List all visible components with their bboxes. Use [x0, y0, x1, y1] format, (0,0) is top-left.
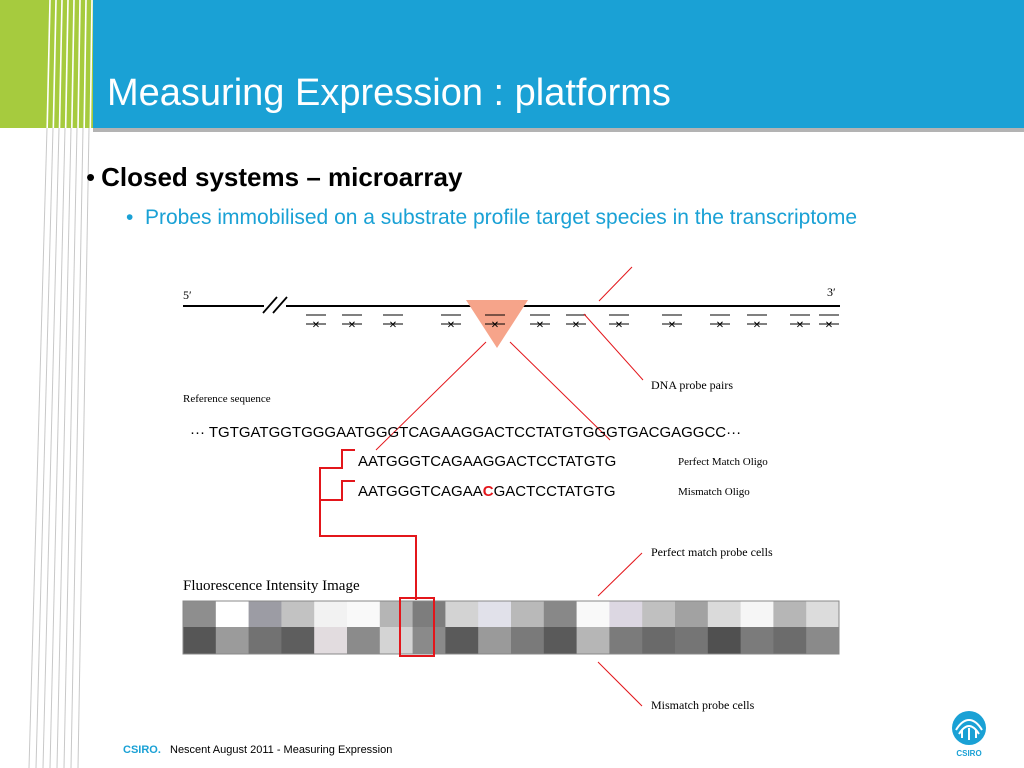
perfect-match-sequence: AATGGGTCAGAAGGACTCCTATGTG — [358, 453, 616, 470]
logo-text: CSIRO — [956, 749, 981, 758]
reference-sequence-label: Reference sequence — [183, 393, 271, 405]
highlighted-probe-cell — [399, 597, 435, 657]
mismatch-cell — [183, 627, 217, 654]
perfect-match-cell — [773, 601, 807, 627]
mismatch-cell — [511, 627, 545, 654]
perfect-match-oligo-label: Perfect Match Oligo — [678, 456, 768, 468]
fluorescence-image-label: Fluorescence Intensity Image — [183, 578, 360, 594]
perfect-match-cell — [675, 601, 709, 627]
slide-title: Measuring Expression : platforms — [107, 72, 671, 114]
mismatch-seq-prefix: AATGGGTCAGAA — [358, 483, 483, 500]
perfect-match-cell — [511, 601, 545, 627]
mismatch-cell — [412, 627, 446, 654]
perfect-match-cell — [478, 601, 512, 627]
mismatch-cell — [445, 627, 479, 654]
probe-mark: ✕ — [491, 320, 499, 331]
perfect-match-cell — [543, 601, 578, 627]
bullet-closed-systems: •Closed systems – microarray — [86, 162, 462, 193]
csiro-logo-icon: CSIRO — [952, 711, 986, 758]
perfect-match-cell — [314, 601, 348, 627]
probe-mark: ✕ — [668, 320, 676, 331]
probe-pairs-label: DNA probe pairs — [651, 378, 733, 392]
mismatch-cell — [215, 627, 250, 654]
mismatch-cell — [675, 627, 709, 654]
header-green-block — [0, 0, 93, 128]
mismatch-cell — [314, 627, 348, 654]
slide-header-band — [0, 0, 1024, 128]
perfect-match-cell — [806, 601, 840, 627]
callout-line — [597, 661, 643, 707]
perfect-match-cell — [609, 601, 643, 627]
probe-mark: ✕ — [447, 320, 455, 331]
oligo-bracket-lower — [320, 480, 355, 501]
probe-mark: ✕ — [796, 320, 804, 331]
callout-line — [598, 266, 633, 302]
sub-bullet-text: Probes immobilised on a substrate profil… — [145, 206, 858, 229]
perfect-match-cell — [642, 601, 676, 627]
mismatch-sequence: AATGGGTCAGAACGACTCCTATGTG — [358, 483, 616, 500]
probe-mark: ✕ — [536, 320, 544, 331]
perfect-match-cell — [248, 601, 282, 627]
mismatch-seq-suffix: GACTCCTATGTG — [494, 483, 616, 500]
perfect-match-cell — [183, 601, 217, 627]
probe-mark: ✕ — [753, 320, 761, 331]
mismatch-cell — [576, 627, 610, 654]
fluorescence-intensity-grid — [183, 601, 840, 654]
three-prime-label: 3′ — [827, 285, 836, 299]
bullet-marker: • — [86, 162, 96, 192]
mismatch-cell — [806, 627, 840, 654]
perfect-match-cell — [347, 601, 381, 627]
mismatch-oligo-label: Mismatch Oligo — [678, 486, 750, 498]
perfect-match-cell — [215, 601, 250, 627]
mismatch-cell — [642, 627, 676, 654]
header-divider — [93, 128, 1024, 132]
callout-line — [509, 341, 611, 441]
perfect-match-cell — [576, 601, 610, 627]
mismatch-cell — [347, 627, 381, 654]
decorative-vertical-stripes — [28, 0, 93, 768]
mismatch-cell — [543, 627, 578, 654]
probe-mark: ✕ — [615, 320, 623, 331]
mismatch-cell — [281, 627, 315, 654]
perfect-match-cell — [445, 601, 479, 627]
mismatch-cell — [740, 627, 774, 654]
oligo-bracket — [319, 449, 417, 600]
callout-line — [375, 341, 487, 451]
mismatch-cell — [707, 627, 742, 654]
footer-brand: CSIRO. — [123, 744, 161, 756]
probe-mark: ✕ — [825, 320, 833, 331]
perfect-match-cell — [707, 601, 742, 627]
sub-bullet-probes: • Probes immobilised on a substrate prof… — [126, 202, 866, 233]
perfect-match-cell — [740, 601, 774, 627]
footer-text: Nescent August 2011 - Measuring Expressi… — [170, 744, 393, 756]
mismatch-base: C — [483, 483, 494, 500]
mismatch-cell — [773, 627, 807, 654]
mismatch-cell — [248, 627, 282, 654]
strand-break-gap — [264, 299, 286, 313]
probe-mark: ✕ — [348, 320, 356, 331]
perfect-match-cell — [379, 601, 414, 627]
probe-mark: ✕ — [312, 320, 320, 331]
callout-line — [597, 552, 643, 597]
perfect-match-cells-label: Perfect match probe cells — [651, 545, 773, 559]
probe-mark: ✕ — [389, 320, 397, 331]
fluorescence-grid-border — [182, 600, 840, 655]
strand-break-mark-2 — [272, 296, 288, 314]
sub-bullet-marker: • — [126, 206, 134, 229]
reference-sequence: ··· TGTGATGGTGGGAATGGGTCAGAAGGACTCCTATGT… — [190, 424, 741, 441]
perfect-match-cell — [281, 601, 315, 627]
mismatch-cells-label: Mismatch probe cells — [651, 698, 755, 712]
mismatch-cell — [609, 627, 643, 654]
strand-break-mark-1 — [262, 296, 278, 314]
mismatch-cell — [379, 627, 414, 654]
probe-pairs: ✕ ✕ ✕ ✕ ✕ ✕ ✕ ✕ ✕ ✕ ✕ ✕ ✕ — [306, 314, 839, 331]
perfect-match-cell — [412, 601, 446, 627]
callout-line — [583, 313, 644, 381]
probe-mark: ✕ — [716, 320, 724, 331]
probe-mark: ✕ — [572, 320, 580, 331]
five-prime-label: 5′ — [183, 288, 192, 302]
bullet-text: Closed systems – microarray — [101, 162, 463, 192]
mismatch-cell — [478, 627, 512, 654]
